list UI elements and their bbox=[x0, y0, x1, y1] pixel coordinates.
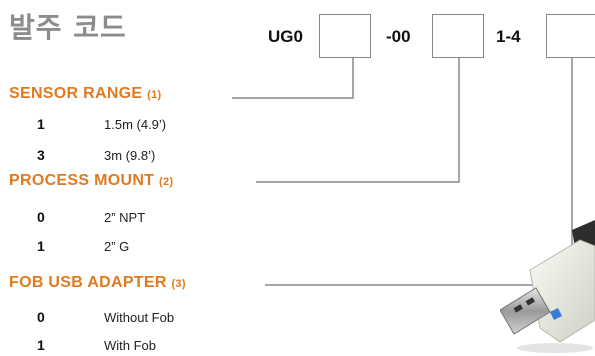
option-desc: 2” G bbox=[104, 239, 130, 254]
option-desc: Without Fob bbox=[104, 310, 175, 325]
option-desc: 2” NPT bbox=[104, 210, 146, 225]
option-desc: With Fob bbox=[104, 338, 157, 353]
option-code: 3 bbox=[37, 147, 45, 163]
option-code: 1 bbox=[37, 238, 45, 254]
code-box-sensor-range bbox=[319, 14, 371, 58]
heading-sensor-range: SENSOR RANGE (1) bbox=[9, 85, 162, 102]
option-code: 0 bbox=[37, 209, 45, 225]
option-desc: 1.5m (4.9’) bbox=[104, 117, 167, 132]
connector-sensor-range bbox=[232, 58, 354, 99]
code-middle: -00 bbox=[386, 27, 411, 46]
option-code: 0 bbox=[37, 309, 45, 325]
code-box-process-mount bbox=[432, 14, 484, 58]
code-box-fob-adapter bbox=[546, 14, 595, 58]
connector-process-mount bbox=[256, 58, 460, 183]
option-desc: 3m (9.8’) bbox=[104, 148, 156, 163]
usb-fob-adapter-photo bbox=[500, 220, 595, 353]
code-suffix: 1-4 bbox=[496, 27, 521, 46]
option-code: 1 bbox=[37, 337, 45, 353]
page-title: 발주 코드 bbox=[9, 11, 127, 44]
option-code: 1 bbox=[37, 116, 45, 132]
heading-process-mount: PROCESS MOUNT (2) bbox=[9, 172, 174, 189]
heading-fob-usb-adapter: FOB USB ADAPTER (3) bbox=[9, 274, 186, 291]
code-prefix: UG0 bbox=[268, 27, 303, 46]
